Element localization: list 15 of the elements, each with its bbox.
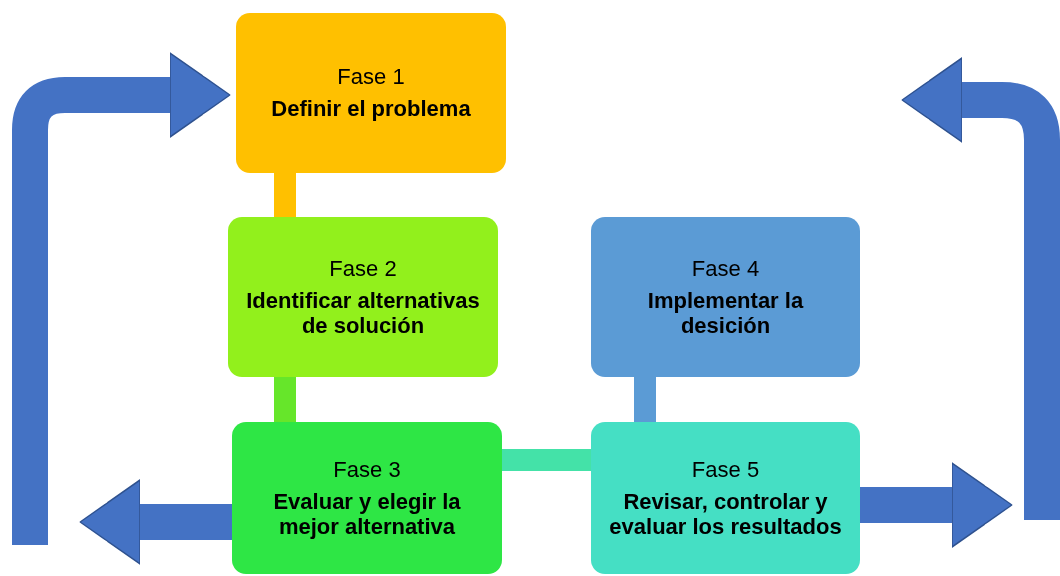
phase-title: Implementar la desición [646, 287, 805, 339]
phase-title: Revisar, controlar y evaluar los resultados [608, 488, 843, 540]
phase-label: Fase 5 [691, 456, 760, 483]
phase-label: Fase 1 [337, 64, 405, 91]
phase-title: Evaluar y elegir la mejor alternativa [272, 488, 462, 540]
phase-box [228, 217, 498, 377]
phase-title: Definir el problema [271, 96, 471, 122]
phase-label: Fase 4 [691, 255, 760, 282]
phase-box [591, 422, 860, 574]
phase-title: Identificar alternativas de solución [245, 287, 481, 339]
phase-box [236, 13, 506, 173]
phase-label: Fase 3 [333, 456, 401, 483]
phase-label: Fase 2 [329, 255, 397, 282]
phase-box [591, 217, 860, 377]
phase-box [232, 422, 502, 574]
